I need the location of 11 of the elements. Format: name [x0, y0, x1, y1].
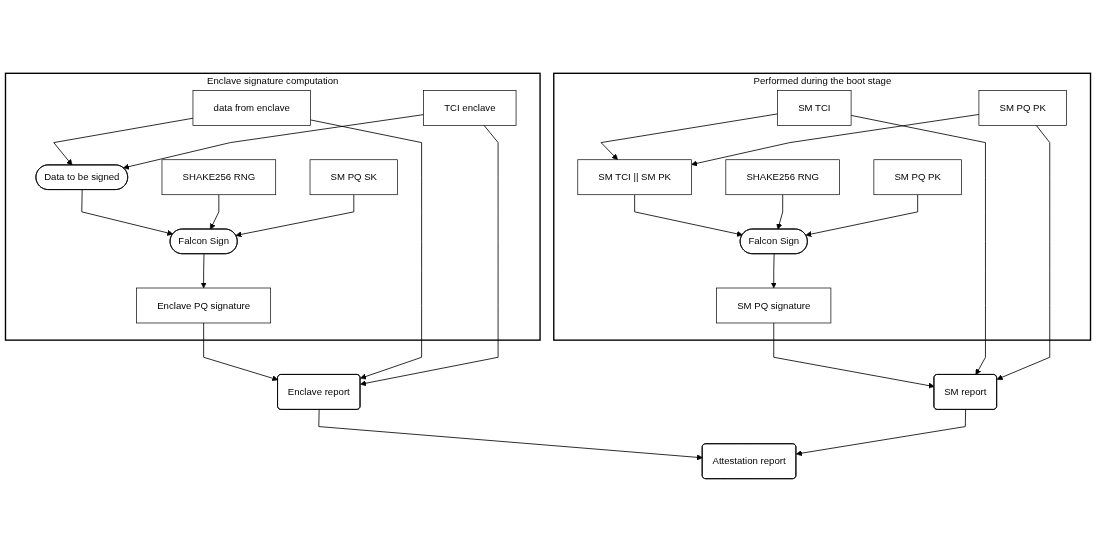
node-box: SHAKE256 RNG: [725, 159, 840, 196]
node-box: data from enclave: [192, 90, 311, 126]
node-box: SM PQ PK: [978, 90, 1067, 126]
node-box: SM PQ SK: [309, 159, 398, 196]
node-box: Enclave PQ signature: [136, 287, 271, 324]
node-box: TCI enclave: [423, 90, 517, 126]
node-box: SM TCI || SM PK: [577, 159, 692, 196]
node-box: SM PQ PK: [873, 159, 962, 196]
node-box: SM TCI: [777, 90, 852, 126]
node-box: SM PQ signature: [716, 287, 832, 324]
node-box: SHAKE256 RNG: [161, 159, 277, 196]
